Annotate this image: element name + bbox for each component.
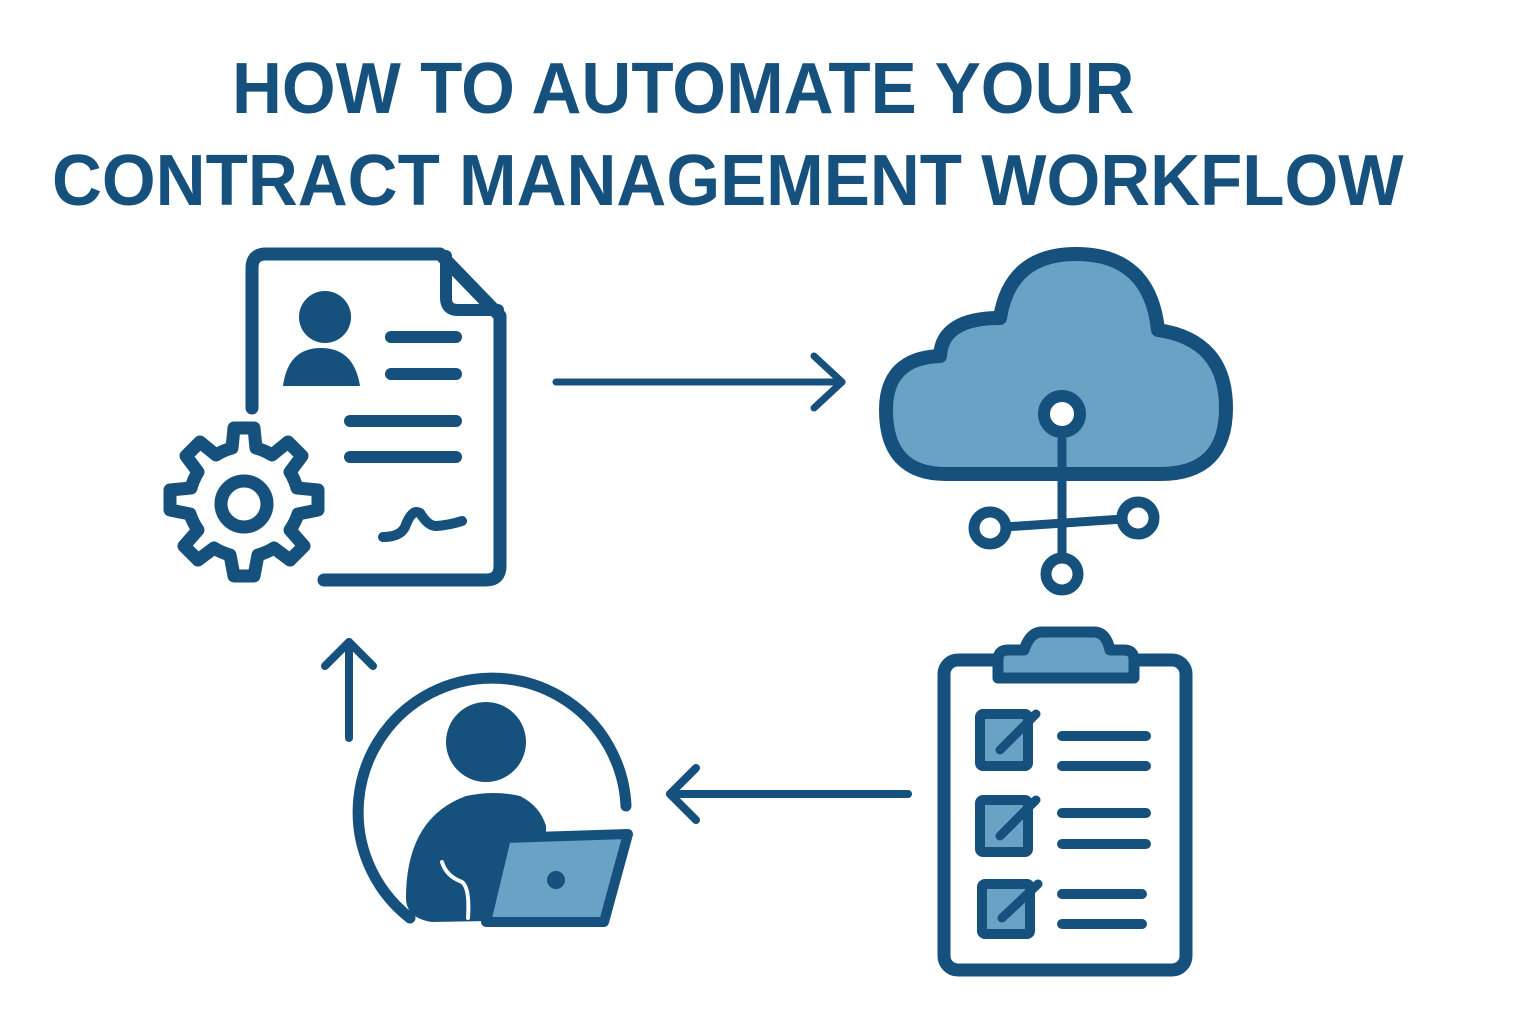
title-line-1: HOW TO AUTOMATE YOUR xyxy=(232,49,1135,129)
document-text-lines xyxy=(344,331,462,463)
checklist-item-2 xyxy=(975,795,1151,857)
clipboard-checklist-icon xyxy=(937,626,1193,977)
gear-icon xyxy=(163,421,325,583)
checklist-items xyxy=(975,709,1151,939)
cloud-shape xyxy=(879,247,1233,481)
person-laptop-icon xyxy=(352,672,633,927)
document-fold-icon xyxy=(440,250,504,316)
checklist-item-3 xyxy=(977,879,1147,939)
person-head-icon xyxy=(446,702,526,782)
laptop-logo-icon xyxy=(547,871,565,889)
clipboard-clip xyxy=(992,626,1140,684)
cloud-network-icon xyxy=(879,247,1233,596)
checklist-item-1 xyxy=(975,709,1151,771)
title-line-2: CONTRACT MANAGEMENT WORKFLOW xyxy=(52,141,1404,221)
arrow-up-icon xyxy=(321,638,377,742)
contract-document-gear-icon xyxy=(163,247,507,587)
person-arm-highlight xyxy=(440,860,471,920)
document-outline xyxy=(245,247,507,587)
signature-icon xyxy=(378,507,467,542)
person-circle-ring xyxy=(352,672,632,924)
avatar-icon xyxy=(283,291,360,386)
arrow-right-icon xyxy=(552,352,846,412)
arrow-left-icon xyxy=(666,764,912,824)
